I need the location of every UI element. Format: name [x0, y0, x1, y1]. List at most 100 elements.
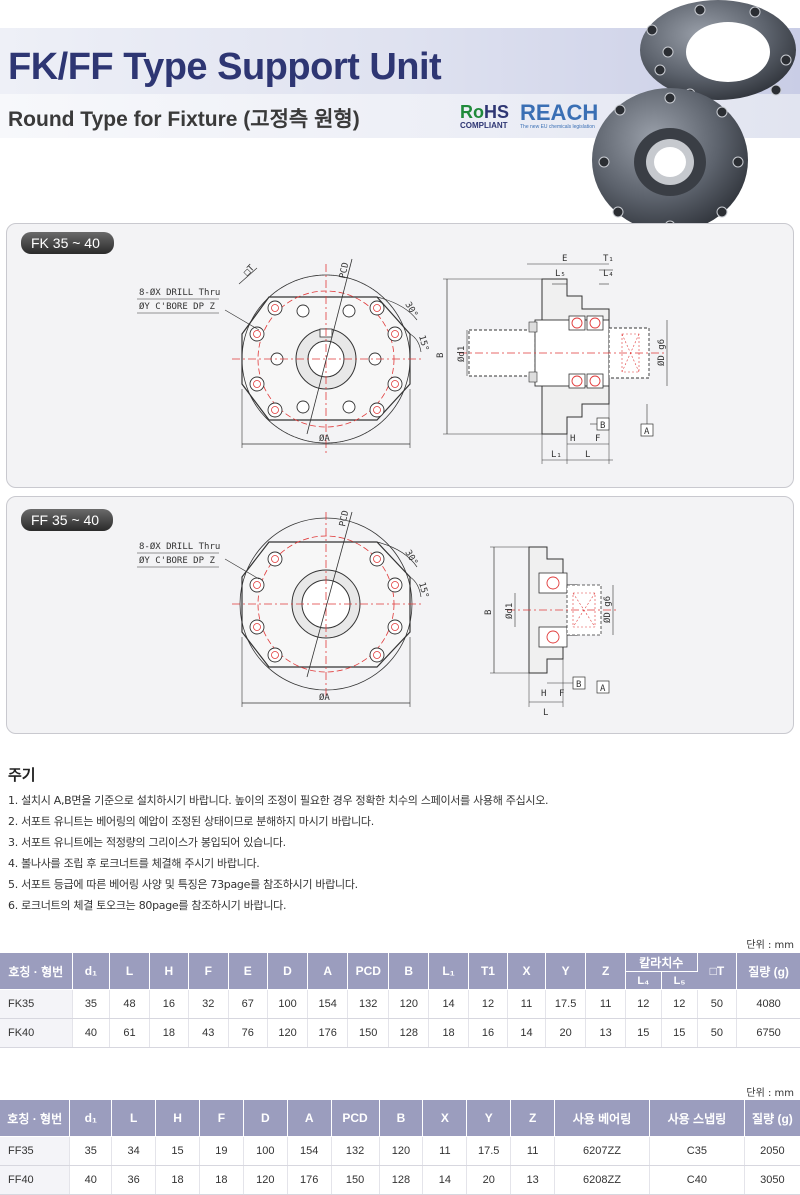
fk-label-L: L — [585, 450, 590, 460]
table-cell: 34 — [111, 1136, 157, 1166]
ff-label-F: F — [559, 689, 564, 699]
fk-label-refA: A — [644, 427, 650, 437]
fk-label-sqT: □T — [242, 263, 257, 278]
table-cell: 32 — [188, 989, 229, 1019]
fk-table-header: □T — [697, 953, 738, 990]
note-item: 5. 서포트 등급에 따른 베어링 사양 및 특징은 73page를 참조하시기… — [8, 878, 358, 891]
ff-table-header: 사용 베어링 — [554, 1100, 650, 1137]
table-cell: 12 — [625, 989, 662, 1019]
ff-table-header: d₁ — [69, 1100, 113, 1137]
table-cell: 20 — [466, 1165, 512, 1195]
fk-table-header: L — [109, 953, 150, 990]
fk-table-header: 호칭 · 형번 — [0, 953, 73, 990]
note-item: 1. 설치시 A,B면을 기준으로 설치하시기 바랍니다. 높이의 조정이 필요… — [8, 794, 549, 807]
ff-label-L: L — [543, 708, 548, 718]
table-cell: 18 — [155, 1165, 200, 1195]
fk-table-header: D — [267, 953, 309, 990]
table-cell: 48 — [109, 989, 150, 1019]
table-cell: 120 — [379, 1136, 424, 1166]
fk-table-header: 질량 (g) — [736, 953, 800, 990]
note-item: 3. 서포트 유니트에는 적정량의 그리이스가 봉입되어 있습니다. — [8, 836, 286, 849]
page-header: FK/FF Type Support Unit Round Type for F… — [0, 0, 800, 232]
ff-table-header: X — [422, 1100, 468, 1137]
table-cell: 3050 — [744, 1165, 800, 1195]
fk-label-H: H — [570, 434, 575, 444]
ff-cbore-note: ØY C'BORE DP Z — [139, 555, 215, 566]
table-cell: 50 — [697, 989, 738, 1019]
table-cell: 128 — [379, 1165, 424, 1195]
table-cell: 18 — [199, 1165, 244, 1195]
fk-label-15deg: 15° — [416, 334, 430, 352]
fk-drawing-panel: FK 35 ~ 40 — [6, 223, 794, 488]
fk-label-30deg: 30° — [402, 301, 419, 320]
table-cell: 18 — [149, 1018, 190, 1048]
ff-table-header: F — [199, 1100, 244, 1137]
table-cell: FF40 — [0, 1165, 71, 1195]
fk-label-Dg6: ØD g6 — [656, 339, 667, 366]
ff-table-header: PCD — [331, 1100, 380, 1137]
table-cell: 20 — [545, 1018, 587, 1048]
fk-table-header: X — [507, 953, 546, 990]
table-cell: FK40 — [0, 1018, 73, 1048]
table-cell: 16 — [468, 1018, 509, 1048]
ff-table-header: 사용 스냅링 — [649, 1100, 745, 1137]
ff-technical-drawing: PCD 30° 15° ØA 8-ØX DRILL Thru ØY C'BORE… — [137, 510, 617, 718]
fk-label-F: F — [595, 434, 600, 444]
table-cell: 132 — [331, 1136, 380, 1166]
ff-table-header: 질량 (g) — [744, 1100, 800, 1137]
table-cell: 14 — [428, 989, 469, 1019]
table-cell: 100 — [267, 989, 309, 1019]
table-cell: 128 — [388, 1018, 430, 1048]
note-item: 2. 서포트 유니트는 베어링의 예압이 조정된 상태이므로 분해하지 마시기 … — [8, 815, 374, 828]
table-cell: 35 — [69, 1136, 113, 1166]
ff-table-header: A — [287, 1100, 332, 1137]
fk-drill-note: 8-ØX DRILL Thru — [139, 287, 220, 298]
fk-label-T1: T₁ — [603, 254, 614, 264]
table-cell: 15 — [661, 1018, 698, 1048]
fk-side-view: E T₁ L₅ L₄ B Ød1 ØD g6 B A H F L₁ L — [436, 254, 668, 464]
ff-label-Dg6: ØD g6 — [602, 596, 613, 623]
reach-logo: REACH The new EU chemicals legislation — [520, 100, 599, 131]
table-cell: 11 — [510, 1136, 556, 1166]
notes-list: 1. 설치시 A,B면을 기준으로 설치하시기 바랍니다. 높이의 조정이 필요… — [8, 790, 549, 916]
fk-label-L5: L₅ — [555, 269, 566, 279]
fk-label-L1: L₁ — [551, 450, 562, 460]
table-cell: 14 — [422, 1165, 468, 1195]
fk-table-header: B — [388, 953, 430, 990]
note-item: 4. 볼나사를 조립 후 로크너트를 체결해 주시기 바랍니다. — [8, 857, 260, 870]
table-cell: 18 — [428, 1018, 469, 1048]
table-cell: 150 — [331, 1165, 380, 1195]
notes-title: 주기 — [8, 766, 36, 784]
ff-side-view: B Ød1 ØD g6 B A H F L — [484, 546, 617, 718]
table-cell: 11 — [507, 989, 546, 1019]
table-cell: 100 — [243, 1136, 288, 1166]
ff-label-refA: A — [600, 684, 606, 694]
table-cell: 154 — [307, 989, 349, 1019]
table-cell: FF35 — [0, 1136, 71, 1166]
table-cell: 50 — [697, 1018, 738, 1048]
table-cell: 15 — [155, 1136, 200, 1166]
table-cell: 19 — [199, 1136, 244, 1166]
fk-label-E: E — [562, 254, 567, 264]
note-item: 6. 로크너트의 체결 토오크는 80page를 참조하시기 바랍니다. — [8, 899, 287, 912]
fk-table-header: Z — [585, 953, 626, 990]
ff-label-30deg: 30° — [402, 549, 419, 568]
table-cell: FK35 — [0, 989, 73, 1019]
fk-table-header: Y — [545, 953, 587, 990]
fk-front-view: PCD 30° 15° □T ØA 8-ØX DRILL Thru ØY C'B… — [137, 258, 430, 454]
table-cell: 11 — [422, 1136, 468, 1166]
table-cell: 15 — [625, 1018, 662, 1048]
ff-drill-note: 8-ØX DRILL Thru — [139, 541, 220, 552]
fk-label-B: B — [436, 353, 446, 358]
ff-label-refB: B — [576, 680, 581, 690]
ff-table-header: H — [155, 1100, 200, 1137]
table-cell: 2050 — [744, 1136, 800, 1166]
fk-table-subheader: L₄ — [625, 971, 662, 990]
ff-table-header: D — [243, 1100, 288, 1137]
table-cell: 4080 — [736, 989, 800, 1019]
